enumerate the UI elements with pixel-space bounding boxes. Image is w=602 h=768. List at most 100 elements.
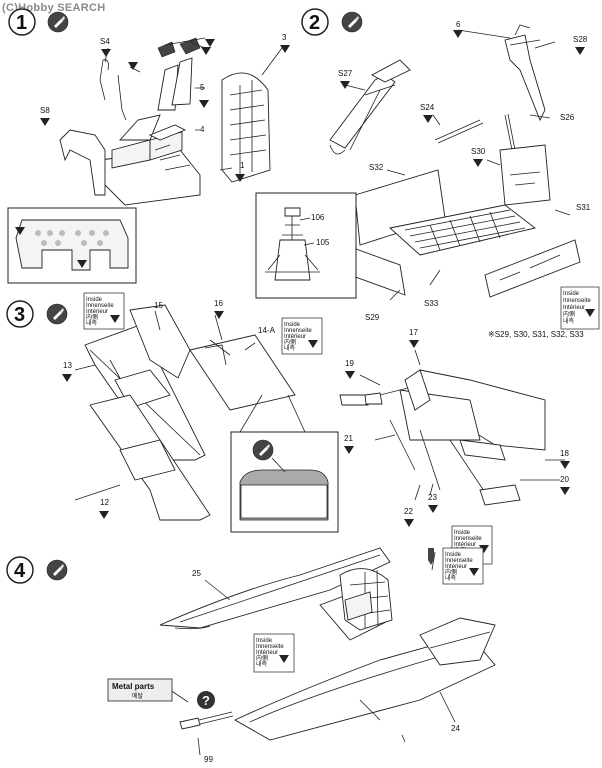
label-s26: S26 bbox=[560, 113, 575, 122]
svg-text:Inside: Inside bbox=[284, 322, 301, 328]
svg-text:Innenseite: Innenseite bbox=[86, 303, 114, 309]
label-6: 6 bbox=[456, 20, 461, 29]
badge-17 bbox=[409, 340, 419, 348]
svg-text:내측: 내측 bbox=[445, 574, 457, 582]
step-3-circle bbox=[6, 300, 34, 328]
label-1: 1 bbox=[240, 161, 245, 170]
label-106: 106 bbox=[311, 213, 325, 222]
note-parts: ※S29, S30, S31, S32, S33 bbox=[488, 330, 584, 339]
label-s24: S24 bbox=[420, 103, 435, 112]
inside-note-box: Inside Innenseite Intérieur 内側 내측 bbox=[560, 286, 600, 330]
badge-12 bbox=[99, 511, 109, 519]
svg-text:Innenseite: Innenseite bbox=[563, 298, 591, 304]
badge-22 bbox=[404, 519, 414, 527]
label-13: 13 bbox=[63, 361, 72, 370]
svg-text:内側: 内側 bbox=[563, 310, 575, 318]
badge-s30 bbox=[473, 159, 483, 167]
metal-parts-title: Metal parts bbox=[112, 682, 155, 691]
svg-text:내측: 내측 bbox=[284, 344, 296, 352]
label-23: 23 bbox=[428, 493, 437, 502]
step-1-circle bbox=[8, 8, 36, 36]
label-16: 16 bbox=[214, 299, 223, 308]
inside-note-box-cockpit: Inside Innenseite Intérieur 内側 내측 bbox=[253, 633, 295, 673]
label-4: 4 bbox=[200, 125, 205, 134]
label-14a: 14-A bbox=[258, 326, 276, 335]
step-3-number: 3 bbox=[14, 304, 25, 326]
svg-text:Intérieur: Intérieur bbox=[256, 650, 278, 656]
main-gear-drawing bbox=[339, 349, 565, 506]
svg-text:내측: 내측 bbox=[86, 319, 98, 327]
badge-18 bbox=[560, 461, 570, 469]
step-2-number: 2 bbox=[309, 12, 320, 34]
instrument-panel-inset bbox=[7, 207, 137, 284]
badge-s24 bbox=[423, 115, 433, 123]
glue-icon bbox=[341, 11, 363, 33]
step-1-number: 1 bbox=[16, 12, 27, 34]
badge-5 bbox=[199, 100, 209, 108]
svg-text:内側: 内側 bbox=[445, 568, 457, 576]
cockpit-tub-drawing bbox=[59, 37, 283, 206]
svg-text:Innenseite: Innenseite bbox=[284, 328, 312, 334]
svg-text:Intérieur: Intérieur bbox=[445, 564, 467, 570]
glue-icon bbox=[46, 559, 68, 581]
badge-s27 bbox=[340, 81, 350, 89]
label-s30: S30 bbox=[471, 147, 486, 156]
label-22: 22 bbox=[404, 507, 413, 516]
label-21: 21 bbox=[344, 434, 353, 443]
step-4-section: 4 bbox=[6, 547, 496, 764]
badge-6 bbox=[453, 30, 463, 38]
svg-text:Intérieur: Intérieur bbox=[454, 542, 476, 548]
badge-13 bbox=[62, 374, 72, 382]
step-3-section: 3 Inside Innenseite Intérieur 内側 내측 Insi… bbox=[6, 292, 570, 565]
svg-text:내측: 내측 bbox=[256, 660, 268, 668]
label-17: 17 bbox=[409, 328, 418, 337]
step-2-section: 2 bbox=[255, 8, 600, 339]
badge-20 bbox=[560, 487, 570, 495]
svg-text:Intérieur: Intérieur bbox=[86, 309, 108, 315]
step-4-number: 4 bbox=[14, 560, 26, 582]
badge-s28 bbox=[575, 47, 585, 55]
svg-text:Innenseite: Innenseite bbox=[445, 558, 473, 564]
landing-gear-bay-drawing bbox=[329, 24, 581, 301]
svg-text:내측: 내측 bbox=[563, 317, 575, 325]
detail-inset bbox=[230, 394, 339, 533]
label-99: 99 bbox=[204, 755, 213, 764]
inside-note-box-tail: Inside Innenseite Intérieur 内側 내측 bbox=[428, 547, 484, 585]
label-105: 105 bbox=[316, 238, 330, 247]
badge-3-seats-b bbox=[201, 47, 211, 55]
svg-text:?: ? bbox=[202, 693, 210, 708]
label-s32: S32 bbox=[369, 163, 384, 172]
label-s4: S4 bbox=[100, 37, 110, 46]
label-3-top: 3 bbox=[282, 33, 287, 42]
label-s27: S27 bbox=[338, 69, 353, 78]
svg-text:内側: 内側 bbox=[256, 654, 268, 662]
metal-parts-box: Metal parts 메탈 bbox=[107, 678, 173, 702]
svg-text:内側: 内側 bbox=[86, 313, 98, 321]
badge-s4 bbox=[101, 49, 111, 57]
gear-inset bbox=[255, 192, 357, 299]
svg-text:Innenseite: Innenseite bbox=[256, 644, 284, 650]
svg-text:Inside: Inside bbox=[563, 291, 580, 297]
fuselage-drawing bbox=[159, 547, 496, 756]
label-18: 18 bbox=[560, 449, 569, 458]
metal-parts-subtitle: 메탈 bbox=[132, 692, 144, 700]
label-25: 25 bbox=[192, 569, 201, 578]
label-5: 5 bbox=[200, 83, 205, 92]
svg-text:Intérieur: Intérieur bbox=[563, 305, 585, 311]
label-s28: S28 bbox=[573, 35, 588, 44]
badge-23 bbox=[428, 505, 438, 513]
glue-icon bbox=[46, 303, 68, 325]
badge-19 bbox=[345, 371, 355, 379]
label-12: 12 bbox=[100, 498, 109, 507]
svg-text:内側: 内側 bbox=[284, 338, 296, 346]
label-s29: S29 bbox=[365, 313, 380, 322]
svg-text:Innenseite: Innenseite bbox=[454, 536, 482, 542]
label-15: 15 bbox=[154, 301, 163, 310]
label-s31: S31 bbox=[576, 203, 591, 212]
badge-21 bbox=[344, 446, 354, 454]
svg-text:Inside: Inside bbox=[256, 638, 273, 644]
svg-text:Intérieur: Intérieur bbox=[284, 334, 306, 340]
step-1-section: 1 bbox=[7, 8, 290, 284]
